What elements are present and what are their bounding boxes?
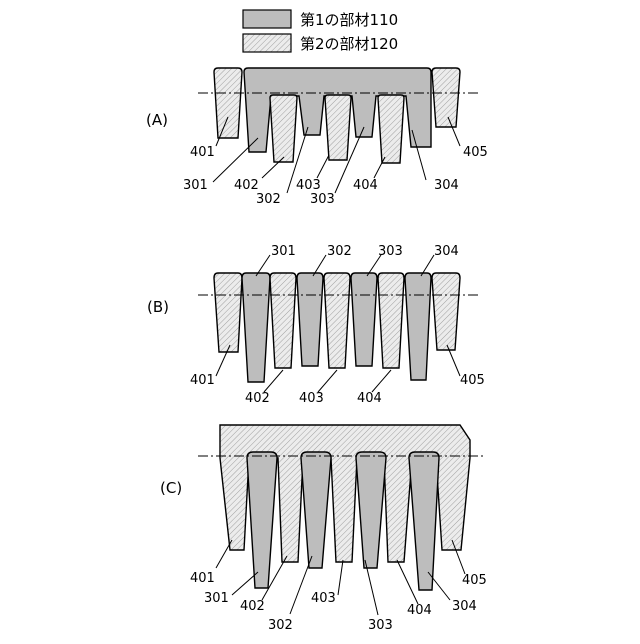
panel-b-tooth-302 [297, 273, 323, 366]
panel-c-label-303: 303 [368, 618, 393, 633]
panel-c-label-401: 401 [190, 571, 215, 586]
panel-a-label-303: 303 [310, 192, 335, 207]
panel-c-label-302: 302 [268, 618, 293, 633]
panel-a-label-304: 304 [434, 178, 459, 193]
panel-c-tooth-304 [409, 452, 439, 590]
panel-c-tooth-301 [247, 452, 277, 588]
panel-c-tooth-303 [356, 452, 386, 568]
legend-swatch-member1 [243, 10, 291, 28]
panel-a: (A) 401 301 402 302 403 303 404 304 4 [146, 68, 488, 207]
panel-a-label: (A) [146, 111, 168, 129]
panel-a-label-302: 302 [256, 192, 281, 207]
panel-a-label-402: 402 [234, 178, 259, 193]
panel-b-tooth-403 [324, 273, 350, 368]
panel-b-label: (B) [147, 298, 169, 316]
panel-c-label-405: 405 [462, 573, 487, 588]
panel-b-tooth-405 [432, 273, 460, 350]
panel-c-label-403: 403 [311, 591, 336, 606]
panel-a-tooth-404 [378, 95, 404, 163]
panel-b-label-301: 301 [271, 244, 296, 259]
panel-b-label-303: 303 [378, 244, 403, 259]
panel-c-label-404: 404 [407, 603, 432, 618]
panel-a-tooth-405 [432, 68, 460, 127]
panel-a-tooth-403 [325, 95, 351, 160]
legend: 第1の部材110 第2の部材120 [243, 10, 398, 53]
panel-a-label-405: 405 [463, 145, 488, 160]
panel-b-tooth-401 [214, 273, 242, 352]
panel-a-label-403: 403 [296, 178, 321, 193]
panel-c-label-304: 304 [452, 599, 477, 614]
panel-b-label-403: 403 [299, 391, 324, 406]
panel-b-label-405: 405 [460, 373, 485, 388]
panel-c-tooth-302 [301, 452, 331, 568]
panel-b-tooth-404 [378, 273, 404, 368]
panel-a-label-301: 301 [183, 178, 208, 193]
panel-c-label: (C) [160, 479, 182, 497]
panel-a-tooth-401 [214, 68, 242, 138]
panel-b: (B) 301 302 303 304 401 402 403 404 40 [147, 244, 485, 406]
panel-b-tooth-304 [405, 273, 431, 380]
panel-b-tooth-303 [351, 273, 377, 366]
legend-label-member1: 第1の部材110 [300, 11, 398, 29]
panel-b-label-404: 404 [357, 391, 382, 406]
panel-a-label-404: 404 [353, 178, 378, 193]
panel-c-label-402: 402 [240, 599, 265, 614]
panel-b-tooth-301 [242, 273, 270, 382]
panel-b-label-304: 304 [434, 244, 459, 259]
panel-b-label-401: 401 [190, 373, 215, 388]
panel-b-label-402: 402 [245, 391, 270, 406]
legend-label-member2: 第2の部材120 [300, 35, 398, 53]
legend-swatch-member2 [243, 34, 291, 52]
panel-c: (C) 401 301 402 302 403 303 404 304 405 [160, 425, 487, 633]
panel-b-tooth-402 [270, 273, 296, 368]
panel-a-label-401: 401 [190, 145, 215, 160]
panel-a-tooth-402 [270, 95, 297, 162]
panel-c-label-301: 301 [204, 591, 229, 606]
panel-b-label-302: 302 [327, 244, 352, 259]
